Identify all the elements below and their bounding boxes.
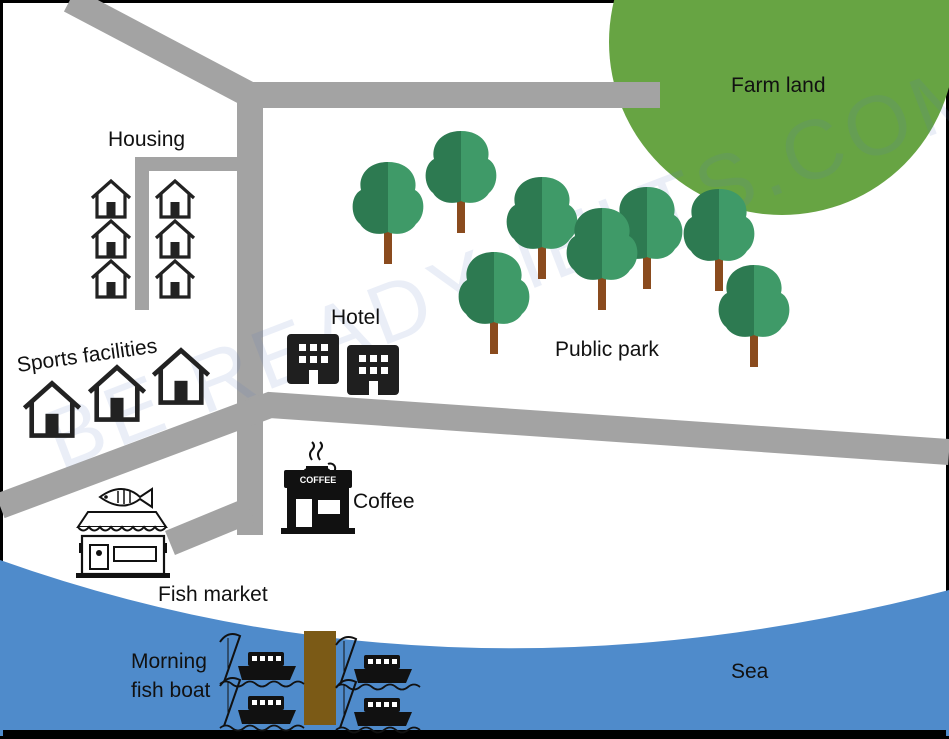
morning-fish-boat-label-line2: fish boat: [131, 679, 211, 702]
fish-market-icon: [76, 487, 170, 578]
building-icon: [287, 334, 339, 384]
coffee-label: Coffee: [353, 490, 415, 513]
bottom-border: [3, 730, 946, 739]
public-park-label: Public park: [555, 338, 659, 361]
farm-land-label: Farm land: [731, 74, 826, 97]
morning-fish-boat-label-line1: Morning: [131, 650, 207, 673]
roads: [0, 0, 949, 556]
coffee-sign-text: COFFEE: [300, 475, 337, 485]
road-fish-market: [165, 497, 255, 556]
road-east-west: [0, 391, 949, 519]
hotel-label: Hotel: [331, 306, 380, 329]
pier: [304, 631, 336, 725]
farm-land-area: [609, 0, 949, 215]
fish-market-label: Fish market: [158, 583, 268, 606]
building-icon: [347, 345, 399, 395]
coffee-shop-icon: COFFEE: [281, 441, 355, 534]
sea-area: [0, 560, 949, 736]
housing-label: Housing: [108, 128, 185, 151]
road-housing: [135, 157, 250, 310]
sea-label: Sea: [731, 660, 769, 683]
